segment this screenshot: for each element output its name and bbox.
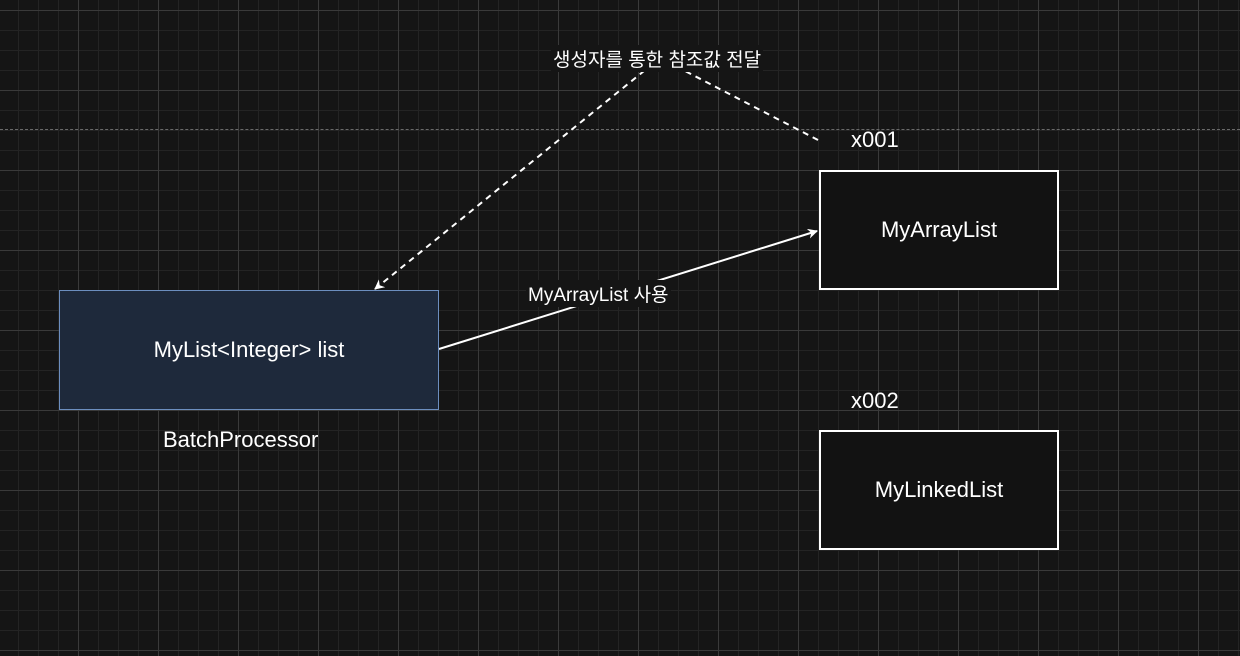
batch-processor-label: BatchProcessor [163,427,319,452]
list-field-node[interactable]: MyList<Integer> list [59,290,439,410]
address-linked-list-label: x002 [851,388,899,413]
linked-list-label: MyLinkedList [874,477,1004,502]
constructor-reference-edge-label: 생성자를 통한 참조값 전달 [551,45,764,72]
array-list-node[interactable]: MyArrayList [819,170,1059,290]
page-divider [0,129,1240,130]
address-array-list-label: x001 [851,127,899,152]
array-list-label: MyArrayList [880,217,998,242]
uses-array-list-edge-label: MyArrayList 사용 [526,280,671,307]
list-field-label: MyList<Integer> list [153,337,345,362]
constructor-reference-arrow[interactable] [374,56,819,290]
linked-list-node[interactable]: MyLinkedList [819,430,1059,550]
